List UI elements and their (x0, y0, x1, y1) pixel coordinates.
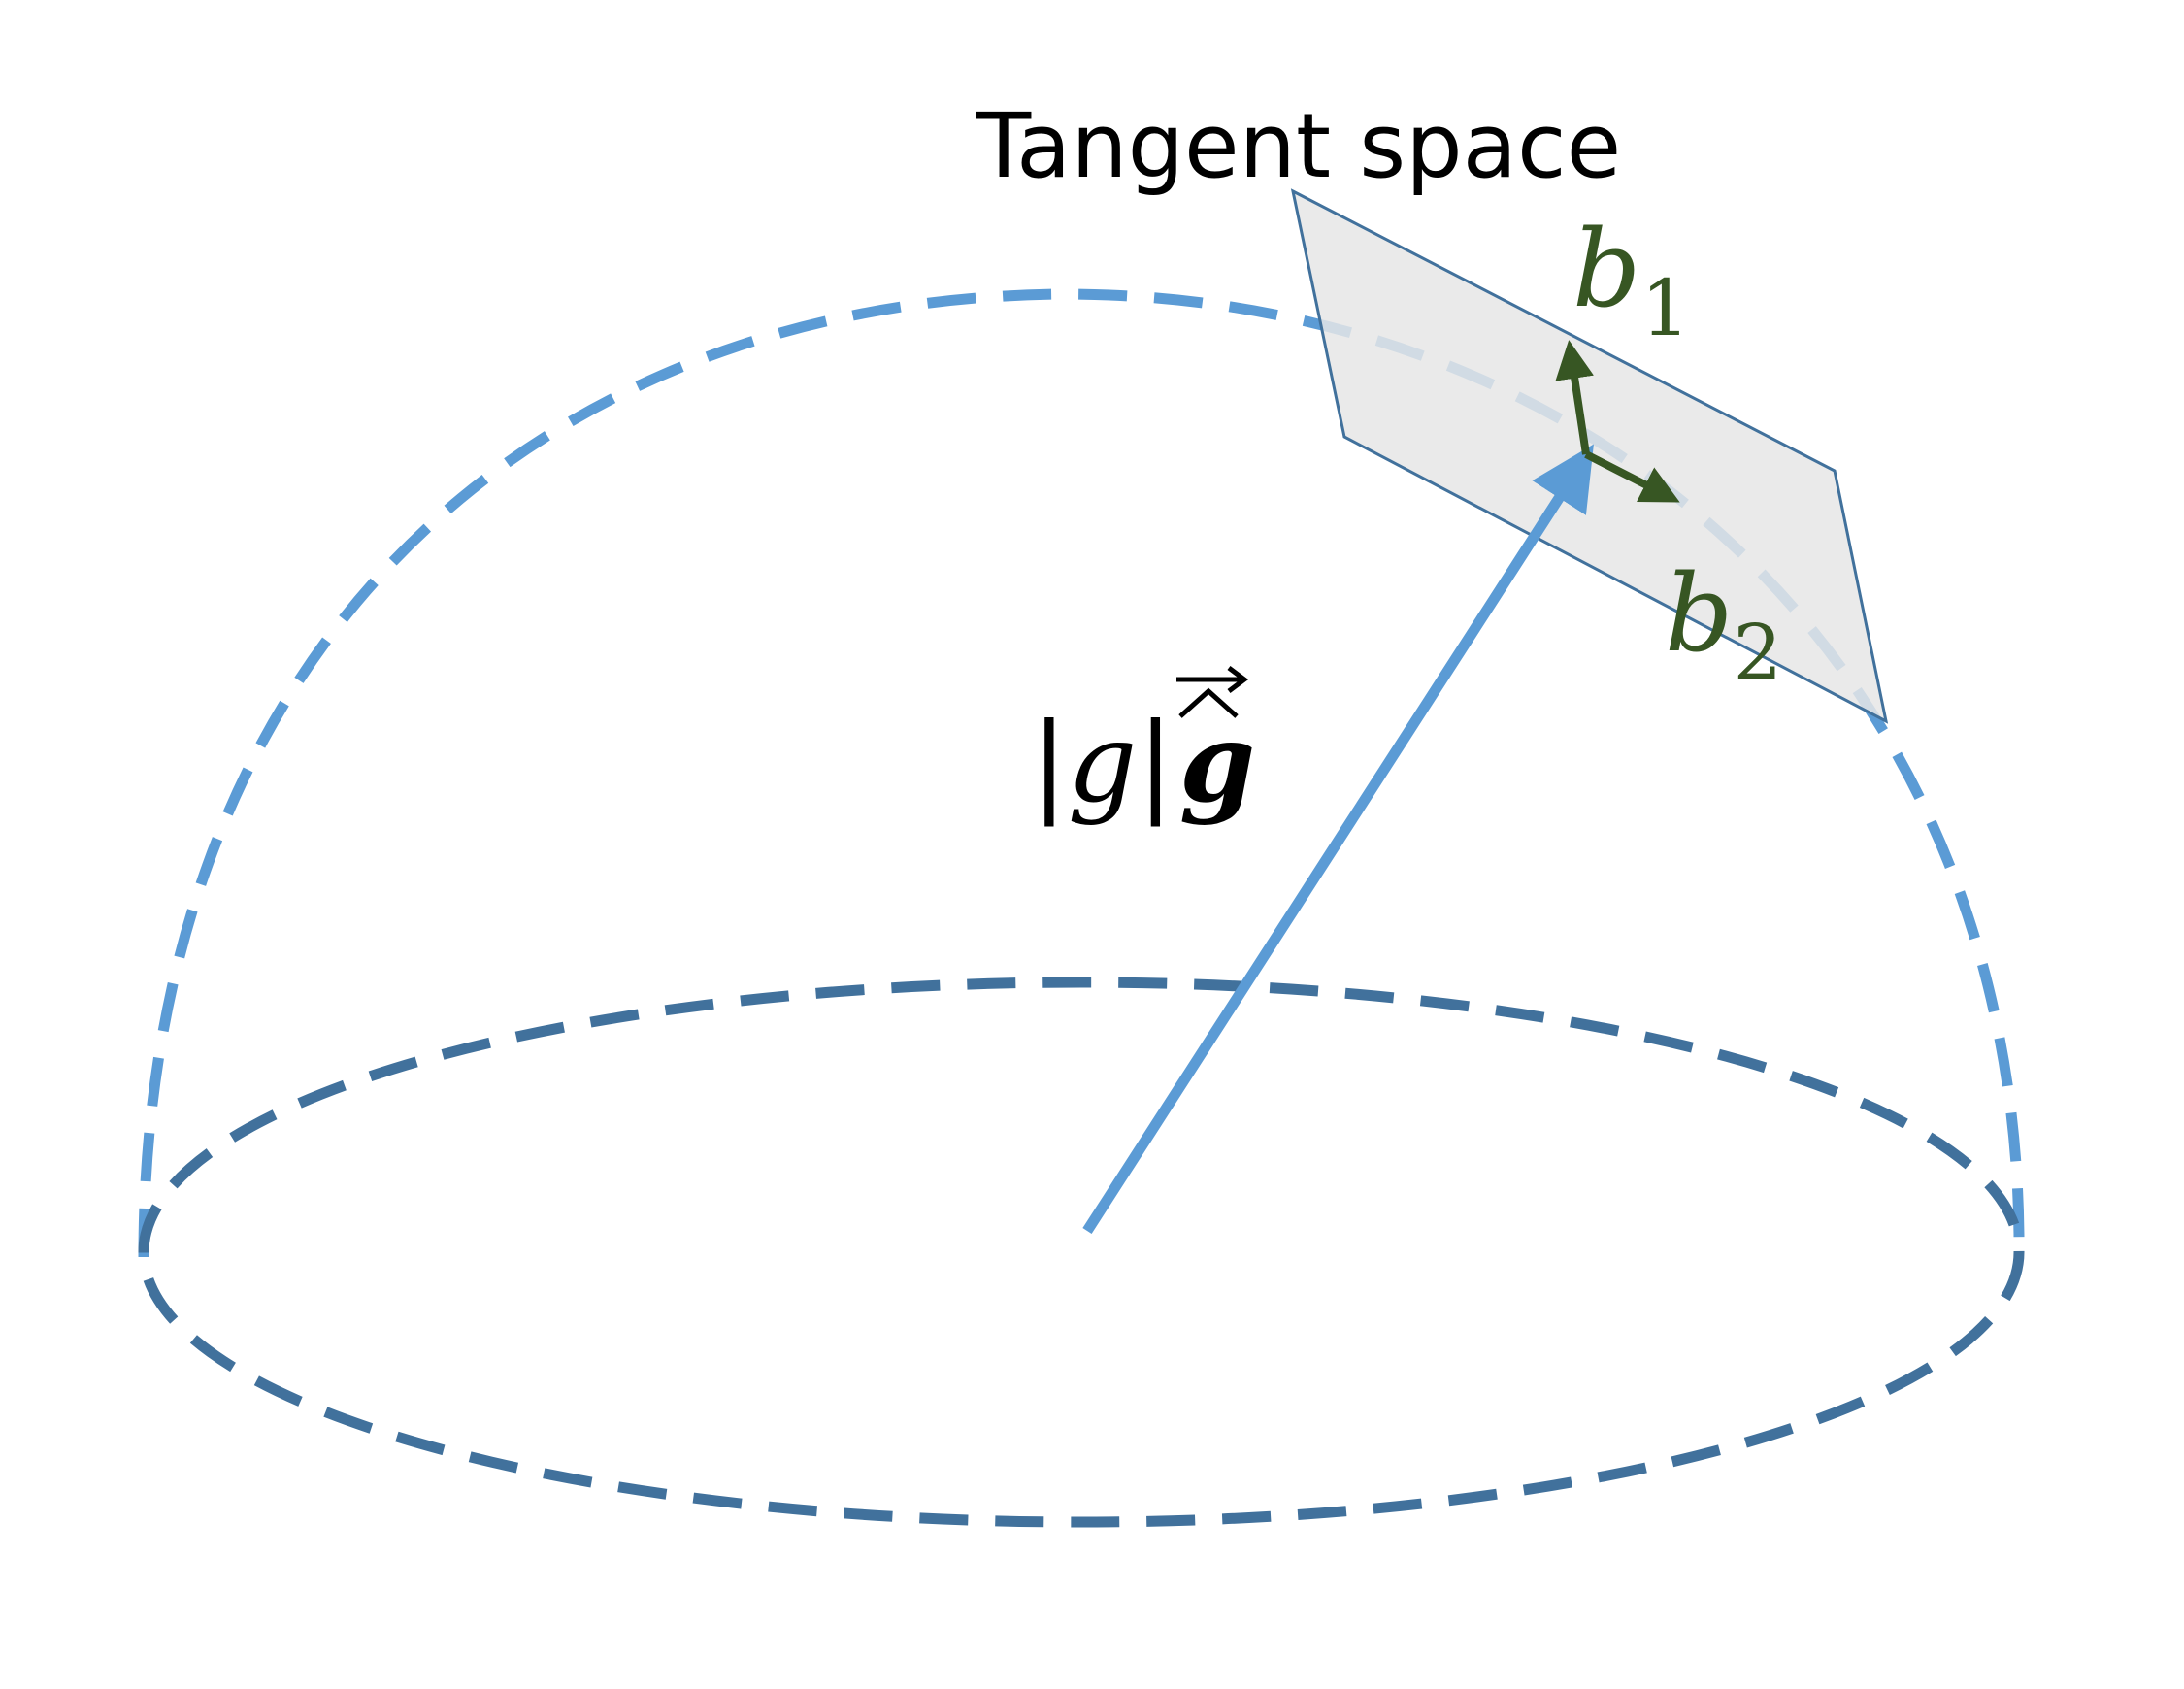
basis-1-subscript: 1 (1640, 263, 1690, 353)
abs-bar-left: | (1031, 701, 1068, 827)
unit-vector-g: g (1179, 700, 1255, 827)
hemisphere-outline (138, 288, 2025, 1258)
basis-1-base: b (1572, 207, 1640, 331)
basis-1-label: b1 (1572, 207, 1690, 353)
hat-icon (1178, 687, 1239, 718)
svg-text:|g|: |g| (1031, 701, 1174, 827)
tangent-space-label: Tangent space (976, 94, 1621, 198)
gradient-vector-label: |g| g (1031, 666, 1255, 827)
abs-bar-right: | (1137, 701, 1174, 827)
magnitude-g: g (1068, 701, 1138, 827)
basis-2-base: b (1665, 551, 1733, 676)
basis-2-label: b2 (1665, 551, 1782, 698)
gradient-vector-arrow (1082, 444, 1594, 1234)
basis-2-subscript: 2 (1733, 608, 1782, 698)
basis-vector-b1-arrow (1555, 340, 1594, 455)
base-ellipse (138, 977, 2025, 1528)
basis-vector-b2-arrow (1584, 450, 1680, 503)
